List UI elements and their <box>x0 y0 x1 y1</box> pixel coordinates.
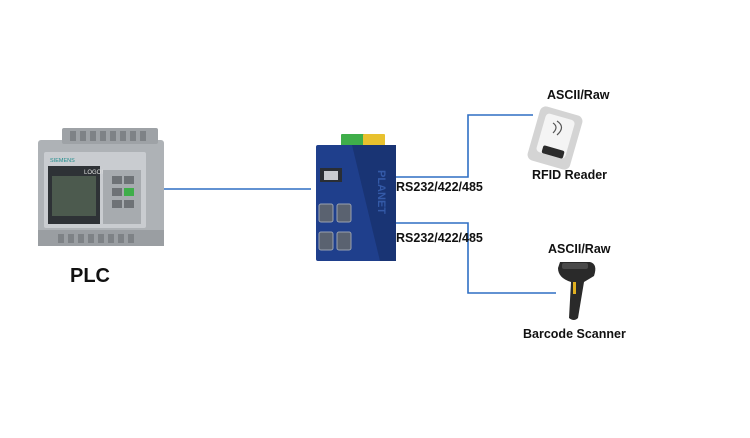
connector-lines <box>164 114 556 294</box>
rfid-reader-label: RFID Reader <box>532 168 608 182</box>
server-brand-text: PLANET <box>375 170 387 214</box>
plc-device: SIEMENS LOGO! <box>38 128 164 246</box>
rfid-reader <box>527 106 583 170</box>
server-to-barcode-line <box>396 222 556 294</box>
plc-model-text: LOGO! <box>84 170 103 176</box>
serial-link-top-label: RS232/422/485 <box>396 180 483 194</box>
plc-label: PLC <box>70 265 110 287</box>
serial-link-bottom-label: RS232/422/485 <box>396 231 483 245</box>
barcode-scanner-label: Barcode Scanner <box>523 327 626 341</box>
serial-device-server: PLANET <box>316 134 396 261</box>
protocol-bottom-label: ASCII/Raw <box>548 242 611 256</box>
protocol-top-label: ASCII/Raw <box>547 88 610 102</box>
barcode-scanner <box>558 262 596 320</box>
plc-brand-text: SIEMENS <box>50 158 75 164</box>
server-to-rfid-line <box>396 114 533 178</box>
